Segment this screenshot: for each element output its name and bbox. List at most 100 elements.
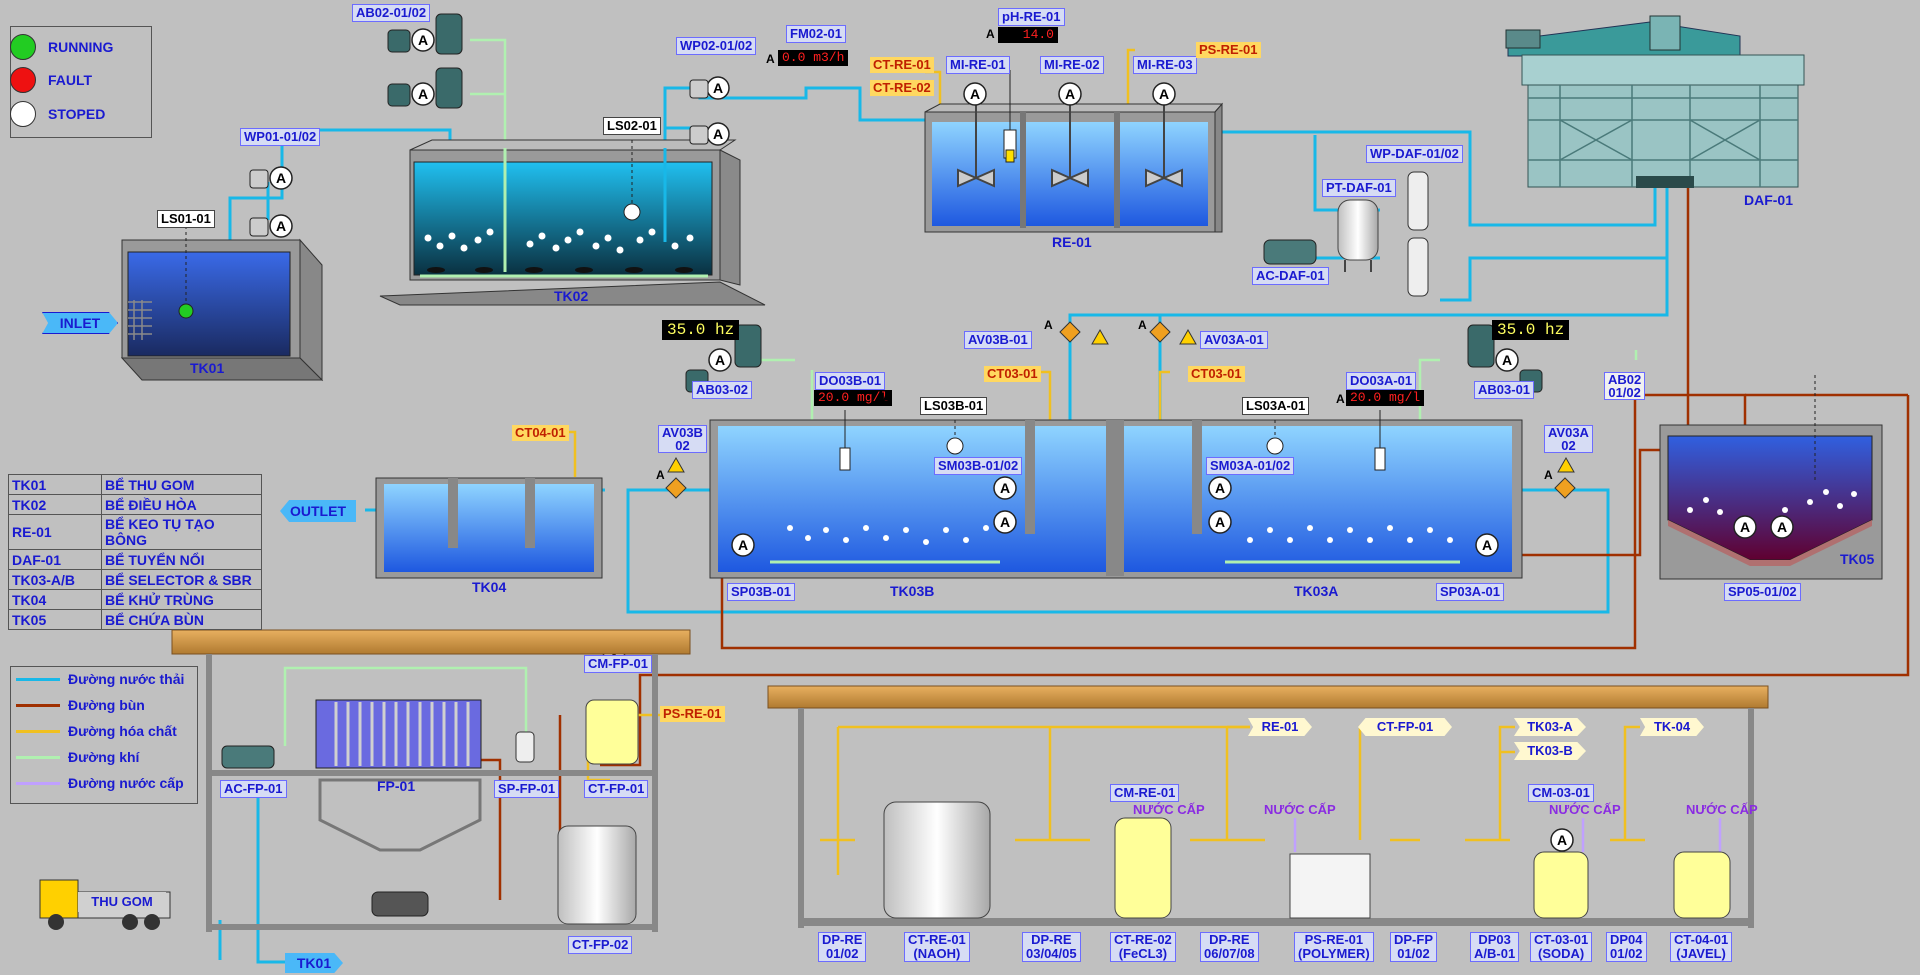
inlet-label: INLET (59, 315, 101, 331)
tag-cm-re01[interactable]: CM-RE-01 (1110, 784, 1180, 802)
svg-text:A: A (1000, 480, 1010, 496)
tag-fm02[interactable]: FM02-01 (786, 25, 847, 43)
tk01-return-label: TK01 (296, 955, 332, 971)
tag-ct-fp02[interactable]: CT-FP-02 (568, 936, 633, 954)
av03a-mode: A (1138, 318, 1147, 332)
label-ct-re-01[interactable]: CT-RE-01 (NAOH) (904, 932, 970, 962)
fm02-readout: 0.0 m3/h (778, 50, 849, 66)
tag-cm-03-01[interactable]: CM-03-01 (1528, 784, 1594, 802)
air-line-swatch (16, 755, 60, 759)
svg-text:A: A (715, 352, 725, 368)
svg-text:A: A (418, 32, 428, 48)
tag-pt-daf[interactable]: PT-DAF-01 (1322, 179, 1396, 197)
tag-mi-re01[interactable]: MI-RE-01 (946, 56, 1010, 74)
table-desc: BỂ KEO TỤ TẠO BÔNG (101, 514, 262, 550)
tag-ls03b[interactable]: LS03B-01 (920, 397, 988, 415)
tag-ct03-01-a[interactable]: CT03-01 (1188, 366, 1245, 382)
label-dp04[interactable]: DP04 01/02 (1606, 932, 1647, 962)
line-legend-label: Đường nước cấp (68, 775, 184, 791)
tank-re01 (924, 70, 1224, 233)
tank-tk02 (379, 139, 766, 306)
tag-sp-fp01[interactable]: SP-FP-01 (494, 780, 560, 798)
tag-do03a[interactable]: DO03A-01 (1346, 372, 1417, 390)
svg-text:A: A (1065, 86, 1075, 102)
tag-wp-daf[interactable]: WP-DAF-01/02 (1366, 145, 1463, 163)
tag-ct-re01[interactable]: CT-RE-01 (870, 57, 934, 73)
tag-ab02[interactable]: AB02-01/02 (352, 4, 431, 22)
tag-wp02[interactable]: WP02-01/02 (676, 37, 757, 55)
feedwater-line-swatch (16, 781, 60, 785)
table-desc: BỂ SELECTOR & SBR (101, 569, 262, 590)
svg-text:A: A (1215, 514, 1225, 530)
tag-sp03a[interactable]: SP03A-01 (1436, 583, 1504, 601)
status-fault: FAULT (10, 67, 92, 93)
tag-ab03-02[interactable]: AB03-02 (692, 381, 753, 399)
nuoc-cap-2: NƯỚC CẤP (1264, 802, 1336, 817)
tag-mi-re03[interactable]: MI-RE-03 (1133, 56, 1197, 74)
bar-screen (128, 300, 152, 340)
inlet-arrow[interactable]: INLET (42, 312, 118, 334)
label-dp-re-06-08[interactable]: DP-RE 06/07/08 (1200, 932, 1259, 962)
label-dp03[interactable]: DP03 A/B-01 (1470, 932, 1520, 962)
tag-sp05[interactable]: SP05-01/02 (1724, 583, 1801, 601)
ab03-01-hz: 35.0 hz (1492, 320, 1570, 340)
table-desc: BỂ CHỨA BÙN (101, 609, 262, 630)
tag-ct04-01[interactable]: CT04-01 (512, 425, 569, 441)
tk01-return-arrow[interactable]: TK01 (285, 953, 343, 973)
tag-wp01[interactable]: WP01-01/02 (240, 128, 321, 146)
table-desc: BỂ TUYỂN NỔI (101, 549, 262, 570)
re01-feed-arrow[interactable]: RE-01 (1248, 718, 1312, 736)
tk04-arrow[interactable]: TK-04 (1640, 718, 1704, 736)
tag-ac-fp01[interactable]: AC-FP-01 (220, 780, 287, 798)
tag-ab02-b[interactable]: AB02 01/02 (1604, 372, 1646, 400)
tk03a-arrow[interactable]: TK03-A (1514, 718, 1586, 736)
pipe-line-legend (10, 666, 198, 804)
label-dp-re-01-02[interactable]: DP-RE 01/02 (818, 932, 867, 962)
label-dp-re-03-05[interactable]: DP-RE 03/04/05 (1022, 932, 1081, 962)
table-code: TK04 (8, 589, 102, 610)
label-ct-03-01[interactable]: CT-03-01 (SODA) (1530, 932, 1593, 962)
tag-sp03b[interactable]: SP03B-01 (727, 583, 795, 601)
tag-ps-re01-b[interactable]: PS-RE-01 (660, 706, 725, 722)
ct-fp-arrow[interactable]: CT-FP-01 (1358, 718, 1452, 736)
tag-ph-re01[interactable]: pH-RE-01 (998, 8, 1065, 26)
tag-av03b-01[interactable]: AV03B-01 (964, 331, 1032, 349)
tag-ct03-01-b[interactable]: CT03-01 (984, 366, 1041, 382)
tk01-label: TK01 (190, 360, 225, 376)
outlet-arrow[interactable]: OUTLET (280, 500, 356, 522)
tag-mi-re02[interactable]: MI-RE-02 (1040, 56, 1104, 74)
tk03b-arrow[interactable]: TK03-B (1514, 742, 1586, 760)
label-ps-re-01[interactable]: PS-RE-01 (POLYMER) (1294, 932, 1374, 962)
chemical-line-swatch (16, 729, 60, 733)
status-running: RUNNING (10, 34, 113, 60)
tag-ls01[interactable]: LS01-01 (157, 210, 215, 228)
label-dp-fp[interactable]: DP-FP 01/02 (1390, 932, 1437, 962)
tag-ls02[interactable]: LS02-01 (603, 117, 661, 135)
tag-ac-daf[interactable]: AC-DAF-01 (1252, 267, 1329, 285)
table-desc: BỂ THU GOM (101, 474, 262, 495)
tank-tk05 (1659, 375, 1883, 580)
tag-sm03b[interactable]: SM03B-01/02 (934, 457, 1023, 475)
label-ct-04-01[interactable]: CT-04-01 (JAVEL) (1670, 932, 1733, 962)
svg-text:A: A (1482, 537, 1492, 553)
tag-av03b-02[interactable]: AV03B 02 (658, 425, 707, 453)
line-legend-label: Đường nước thải (68, 671, 185, 687)
running-lamp-icon (10, 34, 36, 60)
tag-sm03a[interactable]: SM03A-01/02 (1206, 457, 1295, 475)
svg-text:A: A (1502, 352, 1512, 368)
label-ct-re-02[interactable]: CT-RE-02 (FeCL3) (1110, 932, 1176, 962)
daf-01 (1505, 15, 1805, 188)
status-stopped: STOPED (10, 101, 105, 127)
do03b-readout: 20.0 mg/l (814, 390, 893, 406)
tag-ls03a[interactable]: LS03A-01 (1242, 397, 1310, 415)
thu-gom-box[interactable]: THU GOM (78, 892, 166, 912)
tag-ct-fp01[interactable]: CT-FP-01 (584, 780, 649, 798)
tag-cm-fp01[interactable]: CM-FP-01 (584, 655, 652, 673)
tag-av03a-02[interactable]: AV03A 02 (1544, 425, 1593, 453)
tag-ab03-01[interactable]: AB03-01 (1474, 381, 1535, 399)
tag-ps-re01[interactable]: PS-RE-01 (1196, 42, 1261, 58)
tag-do03b[interactable]: DO03B-01 (815, 372, 886, 390)
tag-av03a-01[interactable]: AV03A-01 (1200, 331, 1268, 349)
tag-ct-re02[interactable]: CT-RE-02 (870, 80, 934, 96)
